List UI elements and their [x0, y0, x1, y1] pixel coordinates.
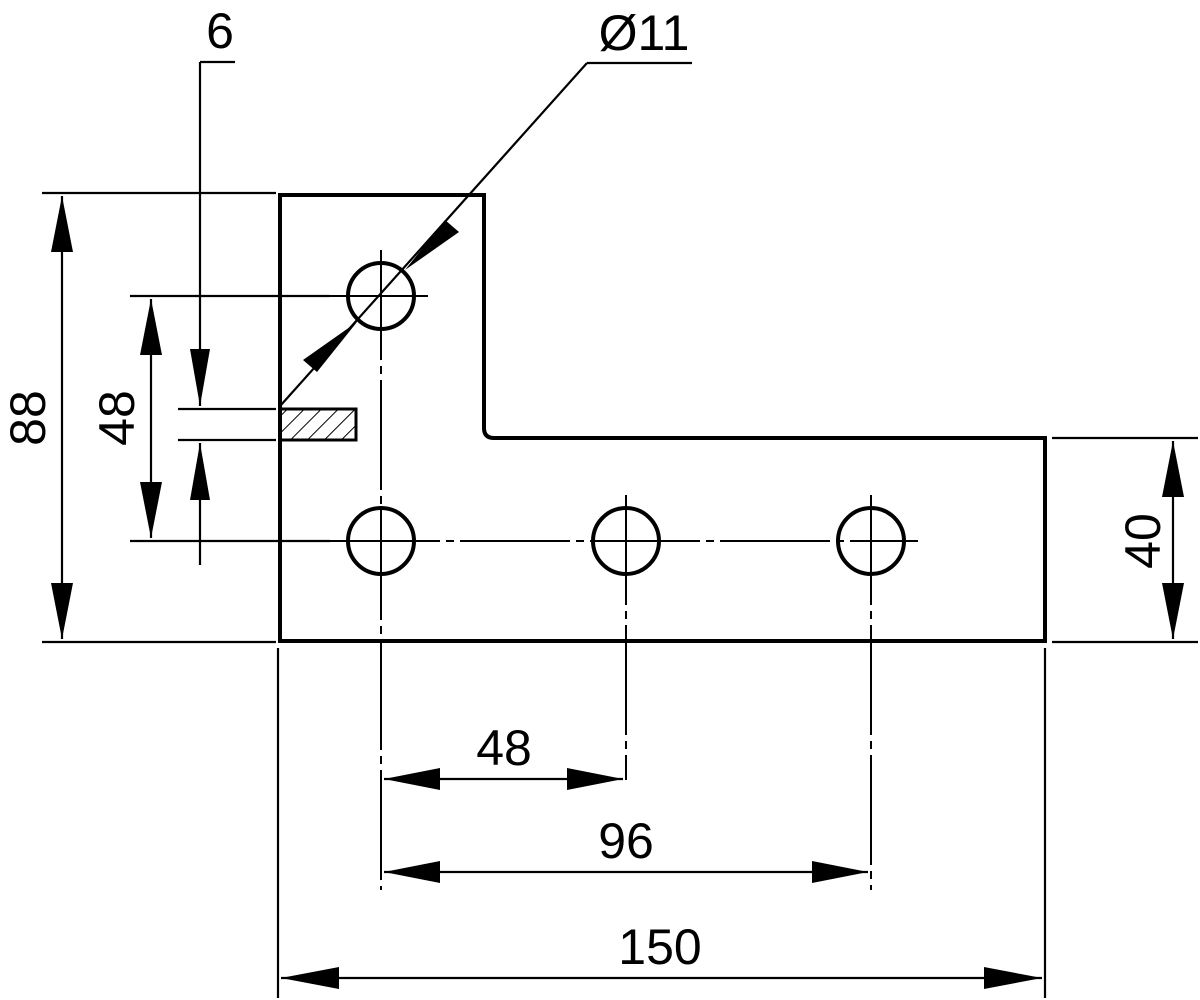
part-outline	[278, 193, 1047, 643]
arrowheads	[51, 196, 1184, 989]
dim-total-height: 88	[0, 390, 56, 446]
dim-hole-span: 96	[598, 813, 654, 869]
dim-thickness: 6	[206, 3, 234, 59]
dim-foot-height: 40	[1115, 513, 1171, 569]
extension-lines	[42, 191, 1198, 998]
dim-hole-diameter: Ø11	[599, 5, 690, 61]
center-lines	[330, 250, 918, 890]
dim-hole-pitch: 48	[476, 720, 532, 776]
dim-hole-row-spacing: 48	[89, 390, 145, 446]
thickness-section	[278, 407, 358, 442]
dim-total-width: 150	[618, 919, 701, 975]
